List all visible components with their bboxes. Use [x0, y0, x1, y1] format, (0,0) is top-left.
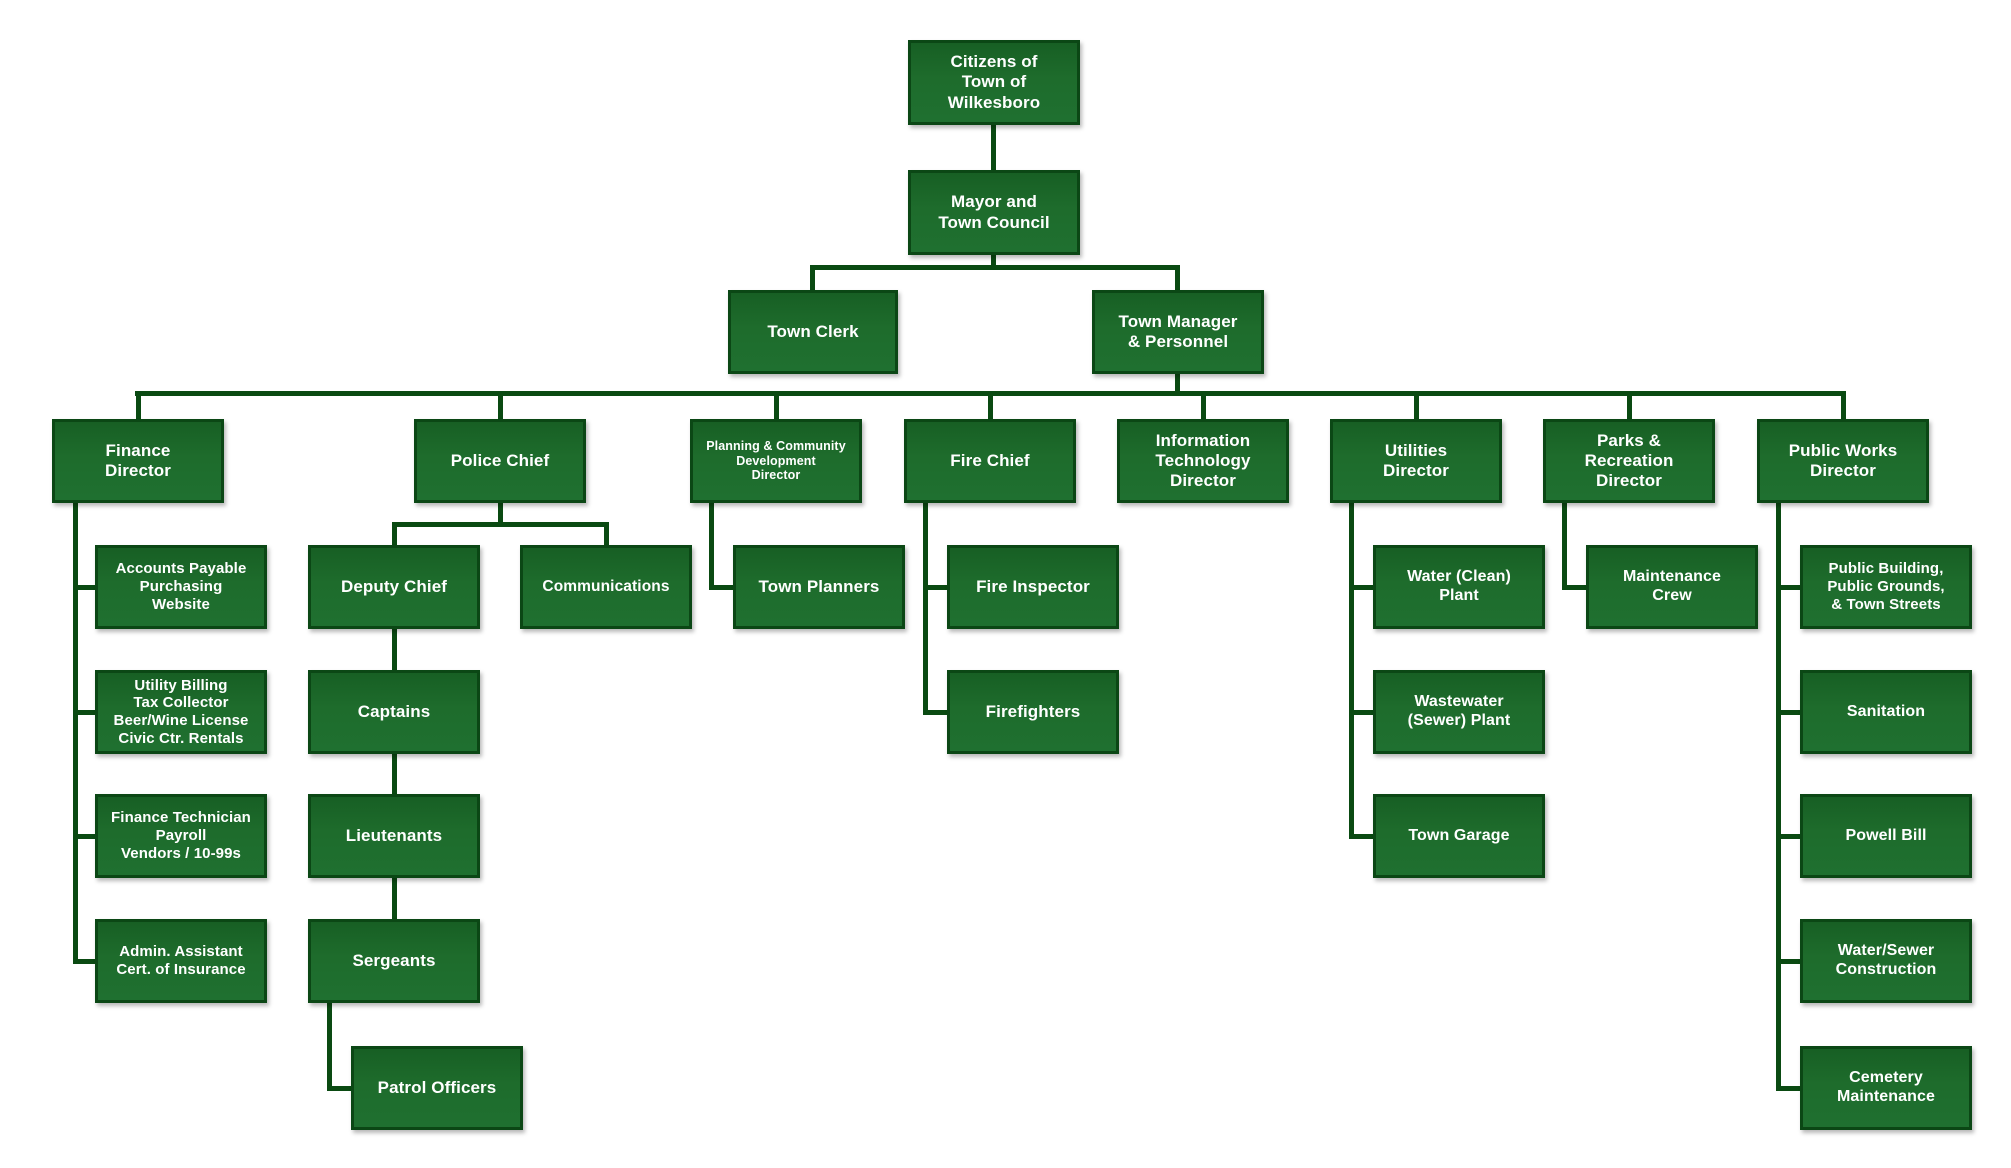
connector-line	[1776, 834, 1800, 839]
connector-line	[1349, 503, 1354, 839]
connector-line	[1414, 391, 1419, 419]
connector-line	[327, 1086, 351, 1091]
org-box-patrol-officers: Patrol Officers	[351, 1046, 523, 1130]
org-box-town-planners: Town Planners	[733, 545, 905, 629]
connector-line	[73, 959, 95, 964]
connector-line	[988, 391, 993, 419]
connector-line	[810, 265, 815, 290]
connector-line	[923, 710, 947, 715]
connector-line	[1776, 1086, 1800, 1091]
connector-line	[327, 1003, 332, 1091]
org-box-utilities-director: Utilities Director	[1330, 419, 1502, 503]
org-box-fire-inspector: Fire Inspector	[947, 545, 1119, 629]
org-box-town-manager: Town Manager & Personnel	[1092, 290, 1264, 374]
connector-line	[73, 585, 95, 590]
connector-line	[392, 629, 397, 670]
org-box-admin-assistant: Admin. Assistant Cert. of Insurance	[95, 919, 267, 1003]
connector-line	[392, 878, 397, 919]
org-box-citizens: Citizens of Town of Wilkesboro	[908, 40, 1080, 125]
org-box-mayor-town-council: Mayor and Town Council	[908, 170, 1080, 255]
org-box-public-works-director: Public Works Director	[1757, 419, 1929, 503]
connector-line	[1349, 585, 1373, 590]
connector-line	[923, 503, 928, 715]
connector-line	[1776, 710, 1800, 715]
connector-line	[498, 503, 503, 527]
org-box-accounts-payable: Accounts Payable Purchasing Website	[95, 545, 267, 629]
connector-line	[810, 265, 1180, 270]
org-box-lieutenants: Lieutenants	[308, 794, 480, 878]
org-box-finance-technician: Finance Technician Payroll Vendors / 10-…	[95, 794, 267, 878]
connector-line	[1776, 959, 1800, 964]
connector-line	[392, 754, 397, 794]
connector-line	[991, 125, 996, 170]
org-box-water-sewer-construction: Water/Sewer Construction	[1800, 919, 1972, 1003]
connector-line	[923, 585, 947, 590]
connector-line	[1175, 374, 1180, 394]
org-box-police-chief: Police Chief	[414, 419, 586, 503]
org-box-fire-chief: Fire Chief	[904, 419, 1076, 503]
org-box-powell-bill: Powell Bill	[1800, 794, 1972, 878]
org-box-deputy-chief: Deputy Chief	[308, 545, 480, 629]
org-box-sergeants: Sergeants	[308, 919, 480, 1003]
connector-line	[774, 391, 779, 419]
org-box-town-garage: Town Garage	[1373, 794, 1545, 878]
org-box-cemetery-maintenance: Cemetery Maintenance	[1800, 1046, 1972, 1130]
org-box-finance-director: Finance Director	[52, 419, 224, 503]
connector-line	[1349, 834, 1373, 839]
connector-line	[392, 522, 609, 527]
connector-line	[73, 710, 95, 715]
connector-line	[1562, 503, 1567, 590]
org-box-planning-director: Planning & Community Development Directo…	[690, 419, 862, 503]
org-box-it-director: Information Technology Director	[1117, 419, 1289, 503]
connector-line	[604, 522, 609, 545]
org-box-utility-billing: Utility Billing Tax Collector Beer/Wine …	[95, 670, 267, 754]
connector-line	[991, 255, 996, 267]
org-box-town-clerk: Town Clerk	[728, 290, 898, 374]
org-box-parks-rec-director: Parks & Recreation Director	[1543, 419, 1715, 503]
connector-line	[498, 391, 503, 419]
connector-line	[136, 391, 141, 419]
org-box-water-clean-plant: Water (Clean) Plant	[1373, 545, 1545, 629]
org-box-firefighters: Firefighters	[947, 670, 1119, 754]
org-box-communications: Communications	[520, 545, 692, 629]
connector-line	[709, 503, 714, 590]
org-box-sanitation: Sanitation	[1800, 670, 1972, 754]
connector-line	[1627, 391, 1632, 419]
connector-line	[1776, 585, 1800, 590]
connector-line	[1776, 503, 1781, 1091]
connector-line	[709, 585, 733, 590]
connector-line	[1201, 391, 1206, 419]
connector-line	[1841, 391, 1846, 419]
connector-line	[73, 503, 78, 964]
connector-line	[1175, 265, 1180, 290]
connector-line	[1349, 710, 1373, 715]
org-box-maintenance-crew: Maintenance Crew	[1586, 545, 1758, 629]
connector-line	[1562, 585, 1586, 590]
org-box-captains: Captains	[308, 670, 480, 754]
org-box-public-building-grounds: Public Building, Public Grounds, & Town …	[1800, 545, 1972, 629]
connector-line	[73, 834, 95, 839]
org-box-wastewater-sewer-plant: Wastewater (Sewer) Plant	[1373, 670, 1545, 754]
connector-line	[392, 522, 397, 545]
